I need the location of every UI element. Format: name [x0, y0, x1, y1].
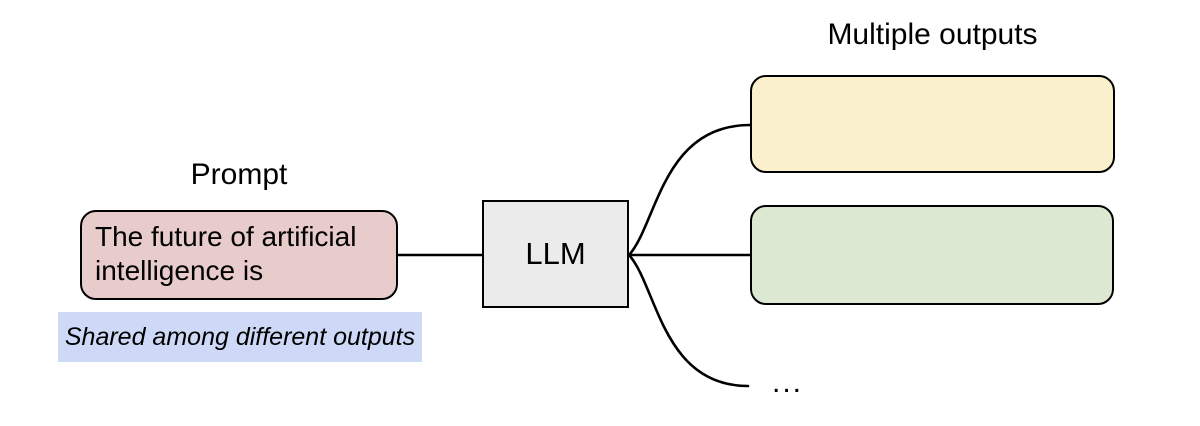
prompt-box-text: The future of artificial intelligence is — [95, 221, 357, 286]
connector-llm-to-ellipsis — [627, 253, 750, 388]
prompt-title: Prompt — [190, 158, 288, 191]
llm-label: LLM — [525, 236, 586, 271]
prompt-note-text: Shared among different outputs — [64, 323, 416, 351]
output-box-2 — [750, 205, 1114, 305]
prompt-box: The future of artificial intelligence is — [80, 210, 398, 300]
output-box-1 — [750, 75, 1115, 173]
prompt-note-highlight: Shared among different outputs — [58, 312, 422, 362]
outputs-title: Multiple outputs — [827, 18, 1038, 51]
llm-box: LLM — [482, 200, 629, 308]
outputs-ellipsis: ... — [772, 366, 804, 399]
connector-llm-to-output-1 — [627, 123, 752, 257]
